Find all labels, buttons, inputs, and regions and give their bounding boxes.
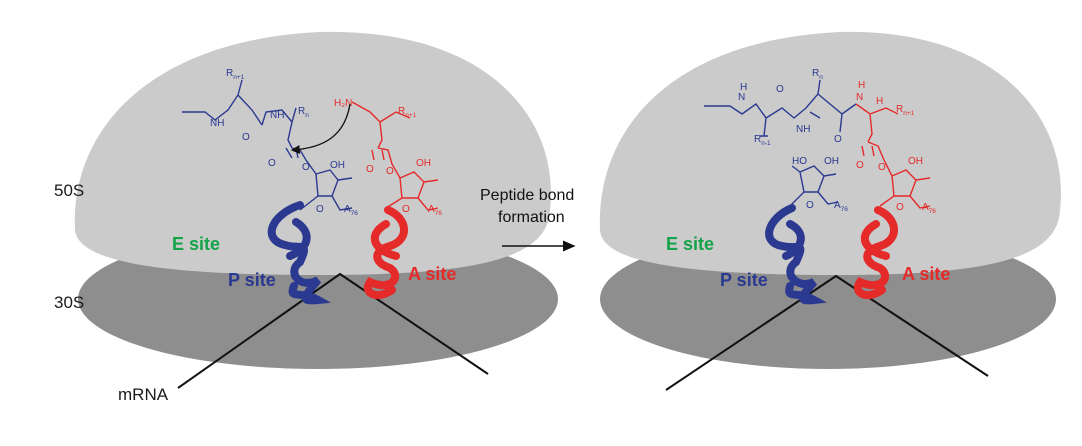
oh-label: OH <box>330 160 345 171</box>
r-group-n1: Rn+1 <box>226 68 245 81</box>
carbonyl-o-red-after: O <box>856 160 864 171</box>
label-30s: 30S <box>54 293 84 312</box>
oh-label-red-after: OH <box>908 156 923 167</box>
p-site-trna-after <box>765 204 827 305</box>
a76-blue-after: A76 <box>834 200 848 213</box>
peptidyl-chain <box>182 79 353 211</box>
label-50s: 50S <box>54 181 84 200</box>
carbonyl-o: O <box>242 132 250 143</box>
attack-arrow <box>290 103 351 155</box>
n-label-1: N <box>738 92 745 103</box>
r-group-n: Rn <box>298 106 309 119</box>
r-group-n-after: Rn <box>812 68 823 81</box>
carbonyl-o-red: O <box>366 164 374 175</box>
ring-o-red: O <box>402 204 410 215</box>
ring-o-red-after: O <box>896 202 904 213</box>
large-subunit-50s <box>74 31 551 275</box>
o-label-2: O <box>834 134 842 145</box>
a-site-trna <box>364 206 408 300</box>
a76-red: A76 <box>428 204 442 217</box>
oh-label-after: OH <box>824 156 839 167</box>
label-p-site: P site <box>228 270 276 290</box>
o-label-1: O <box>776 84 784 95</box>
label-e-site: E site <box>172 234 220 254</box>
nh-label-after: NH <box>796 124 810 135</box>
arrow-label-line2: formation <box>498 209 565 226</box>
deacylated-ribose <box>789 165 839 207</box>
a76-red-after: A76 <box>922 202 936 215</box>
label-a-site: A site <box>408 264 456 284</box>
aminoacyl-chain <box>351 101 439 211</box>
ribosome-before: Rn+1 NH NH Rn O O O OH O A76 H₂N Rn+1 O … <box>54 31 558 404</box>
nh-label: NH <box>210 118 224 129</box>
oh-label-red: OH <box>416 158 431 169</box>
label-p-site-after: P site <box>720 270 768 290</box>
reaction-arrow: Peptide bond formation <box>480 187 576 252</box>
nh-label-2: NH <box>270 110 284 121</box>
a76-blue: A76 <box>344 204 358 217</box>
new-residue <box>855 103 931 209</box>
n-label-red: N <box>856 92 863 103</box>
p-site-trna <box>267 201 332 305</box>
a-site-trna-after <box>854 206 898 300</box>
link-o-red: O <box>386 166 394 177</box>
ring-o: O <box>316 204 324 215</box>
label-mrna: mRNA <box>118 385 169 404</box>
ho-label-after: HO <box>792 156 807 167</box>
link-o: O <box>302 162 310 173</box>
r-group-n1-red-after: Rn+1 <box>896 104 915 117</box>
mrna-strand <box>177 272 489 389</box>
r-group-n1-red: Rn+1 <box>398 106 417 119</box>
r-group-n1-after: Rn-1 <box>754 134 771 147</box>
ring-o-after: O <box>806 200 814 211</box>
h-label-red-2: H <box>876 96 883 107</box>
label-a-site-after: A site <box>902 264 950 284</box>
amine-label: H₂N <box>334 98 352 109</box>
elongated-peptide <box>704 79 857 137</box>
mrna-strand-after <box>665 274 989 391</box>
h-label-red: H <box>858 80 865 91</box>
ester-o: O <box>268 158 276 169</box>
large-subunit-50s-after <box>599 31 1061 275</box>
link-o-red-after: O <box>878 162 886 173</box>
arrow-label-line1: Peptide bond <box>480 187 574 204</box>
label-e-site-after: E site <box>666 234 714 254</box>
ribosome-after: HO OH O A76 N H Rn-1 O NH Rn O N H H Rn+… <box>599 31 1061 391</box>
h-label-1: H <box>740 82 747 93</box>
